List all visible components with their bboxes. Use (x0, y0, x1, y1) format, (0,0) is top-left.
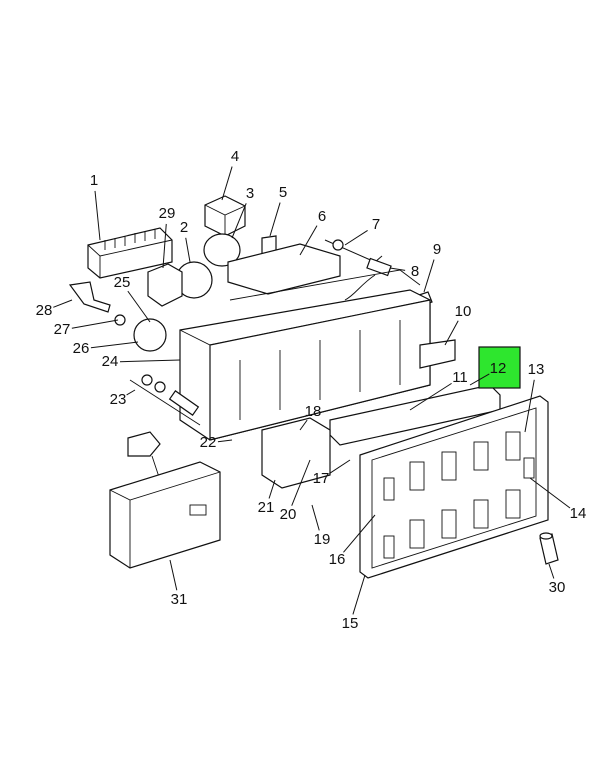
leader-line-7 (344, 230, 368, 246)
callout-17[interactable]: 17 (313, 470, 330, 487)
leader-line-30 (548, 563, 555, 579)
part-module (109, 431, 221, 569)
callout-29[interactable]: 29 (159, 205, 176, 222)
part-main-housing (179, 269, 431, 441)
callout-9[interactable]: 9 (433, 241, 441, 258)
callout-12[interactable]: 12 (490, 360, 507, 377)
callout-18[interactable]: 18 (305, 403, 322, 420)
leader-line-12 (469, 373, 490, 386)
callout-27[interactable]: 27 (54, 321, 71, 338)
callout-22[interactable]: 22 (200, 434, 217, 451)
leader-line-20 (291, 459, 311, 506)
leader-line-9 (423, 259, 435, 293)
callout-4[interactable]: 4 (231, 148, 239, 165)
callout-10[interactable]: 10 (455, 303, 472, 320)
part-cap (539, 532, 559, 565)
leader-line-17 (329, 459, 351, 474)
callout-23[interactable]: 23 (110, 391, 127, 408)
callout-8[interactable]: 8 (411, 263, 419, 280)
leader-line-13 (524, 379, 535, 433)
leader-line-6 (299, 225, 318, 256)
leader-line-21 (268, 479, 276, 499)
leader-line-11 (409, 382, 452, 411)
part-terminal-bar (227, 243, 341, 295)
callout-20[interactable]: 20 (280, 506, 297, 523)
leader-line-16 (343, 514, 376, 553)
part-bracket (419, 339, 456, 369)
part-connector-strip (87, 227, 173, 279)
part-round-relay (203, 233, 241, 267)
callout-30[interactable]: 30 (549, 579, 566, 596)
callout-11[interactable]: 11 (452, 369, 468, 386)
part-relay (204, 195, 246, 237)
callout-25[interactable]: 25 (114, 274, 131, 291)
callout-24[interactable]: 24 (102, 353, 119, 370)
callout-7[interactable]: 7 (372, 216, 380, 233)
callout-6[interactable]: 6 (318, 208, 326, 225)
leader-lines (53, 166, 571, 615)
leader-line-15 (352, 574, 366, 615)
leader-line-2 (185, 237, 191, 263)
callout-14[interactable]: 14 (570, 505, 587, 522)
leader-line-1 (94, 190, 101, 241)
leader-line-23 (126, 389, 136, 396)
part-relay-base (147, 263, 183, 307)
callout-31[interactable]: 31 (171, 591, 188, 608)
callout-21[interactable]: 21 (258, 499, 275, 516)
callout-1[interactable]: 1 (90, 172, 98, 189)
part-switch-panel (359, 395, 549, 579)
part-socket-assembly (68, 281, 167, 352)
callout-2[interactable]: 2 (180, 219, 188, 236)
leader-line-8 (389, 267, 406, 271)
leader-line-31 (169, 559, 178, 591)
leader-line-22 (217, 439, 233, 443)
part-harness (324, 239, 392, 301)
callout-19[interactable]: 19 (314, 531, 331, 548)
leader-line-29 (162, 223, 167, 269)
callout-5[interactable]: 5 (279, 184, 287, 201)
callout-28[interactable]: 28 (36, 302, 53, 319)
callout-15[interactable]: 15 (342, 615, 359, 632)
leader-line-26 (90, 341, 139, 349)
leader-line-5 (269, 202, 281, 237)
leader-line-14 (529, 477, 571, 509)
callout-3[interactable]: 3 (246, 185, 254, 202)
leader-line-28 (53, 299, 73, 308)
leader-line-10 (444, 320, 459, 346)
highlight-box (478, 346, 521, 389)
leader-line-3 (231, 203, 247, 239)
leader-line-4 (221, 166, 233, 201)
callout-16[interactable]: 16 (329, 551, 346, 568)
leader-line-27 (71, 319, 119, 329)
callout-13[interactable]: 13 (528, 361, 545, 378)
part-switch-block (261, 417, 331, 489)
part-fuse (129, 374, 201, 426)
leader-line-24 (119, 359, 181, 363)
leader-line-25 (127, 290, 151, 323)
leader-line-18 (299, 419, 308, 431)
leader-line-19 (311, 504, 320, 531)
callout-26[interactable]: 26 (73, 340, 90, 357)
